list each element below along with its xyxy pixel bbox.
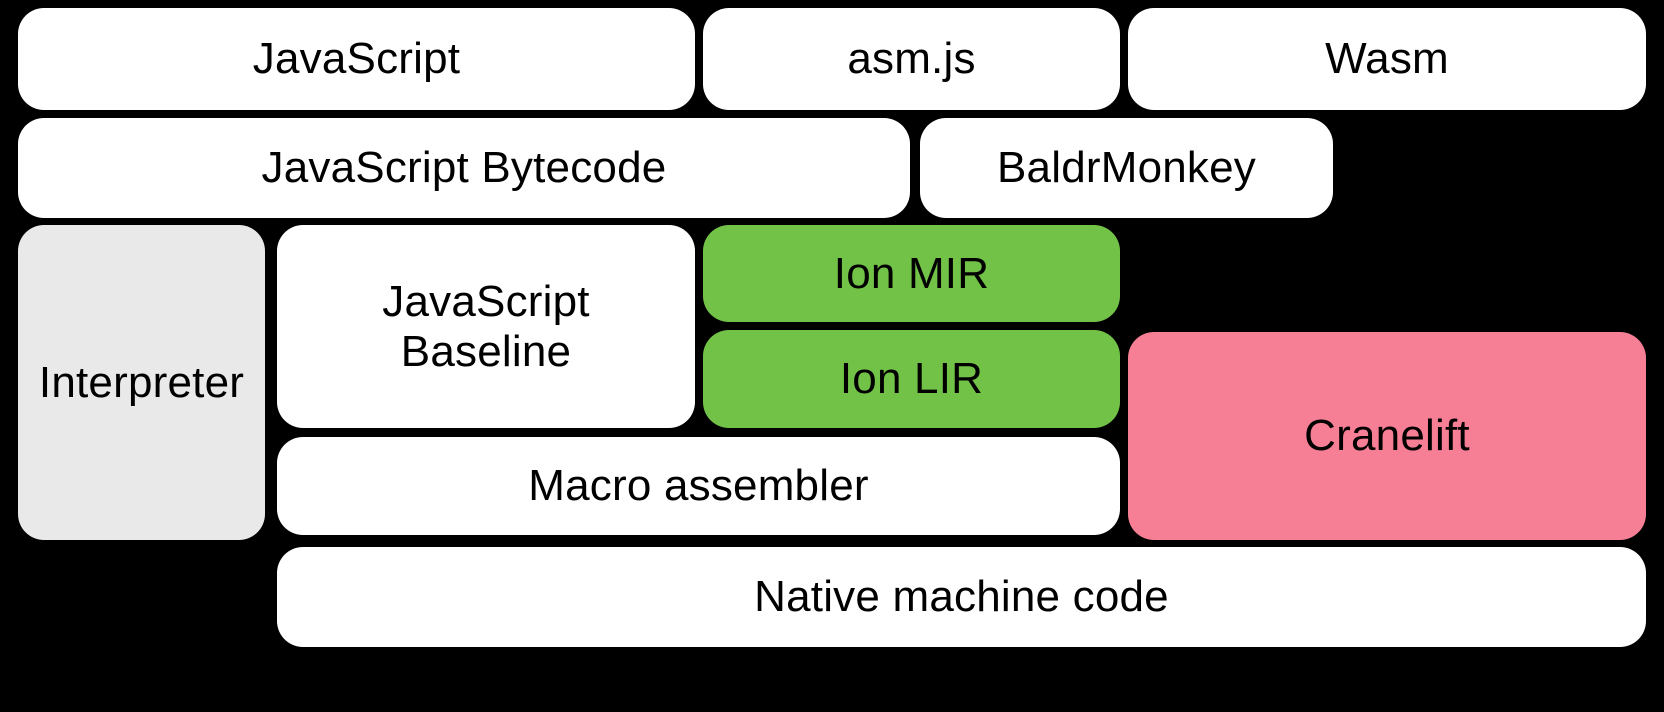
node-native-machine-code: Native machine code [277, 547, 1646, 647]
node-ion-lir: Ion LIR [703, 330, 1120, 428]
node-javascript-baseline: JavaScript Baseline [277, 225, 695, 428]
node-javascript: JavaScript [18, 8, 695, 110]
node-ion-mir: Ion MIR [703, 225, 1120, 322]
node-cranelift: Cranelift [1128, 332, 1646, 540]
node-interpreter: Interpreter [18, 225, 265, 540]
node-macro-assembler: Macro assembler [277, 437, 1120, 535]
node-asm-js: asm.js [703, 8, 1120, 110]
node-wasm: Wasm [1128, 8, 1646, 110]
node-baldrmonkey: BaldrMonkey [920, 118, 1333, 218]
node-javascript-bytecode: JavaScript Bytecode [18, 118, 910, 218]
